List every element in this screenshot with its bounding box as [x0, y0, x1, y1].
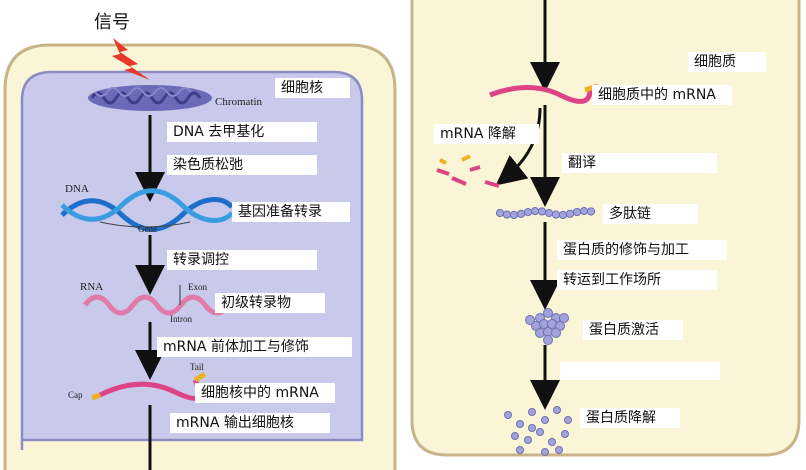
bead: [544, 208, 554, 218]
bead: [555, 446, 563, 454]
step-transport: 转运到工作场所: [557, 270, 717, 290]
bead: [548, 438, 556, 446]
signal-lightning-icon: [112, 38, 150, 80]
step-nuclear-mrna: 细胞核中的 mRNA: [195, 383, 335, 403]
bead: [504, 411, 512, 419]
bead: [553, 406, 561, 414]
step-protein-activation: 蛋白质激活: [583, 320, 683, 340]
bead: [523, 208, 533, 217]
bead: [528, 424, 536, 432]
degraded-mrna-icon: [436, 154, 500, 188]
bead: [495, 208, 505, 218]
chromatin-label: Chromatin: [215, 96, 263, 108]
step-gene-ready: 基因准备转录: [232, 202, 350, 222]
bead: [551, 328, 561, 338]
folded-protein-icon: [525, 308, 569, 345]
intron-label: Intron: [170, 314, 192, 324]
bead: [565, 209, 575, 218]
bead: [543, 335, 553, 345]
step-cytoplasmic-mrna: 细胞质中的 mRNA: [592, 85, 732, 105]
step-mrna-degradation: mRNA 降解: [434, 124, 539, 144]
bead: [530, 206, 540, 216]
bead: [536, 428, 544, 436]
bead: [559, 313, 569, 323]
bead: [516, 420, 524, 428]
bead: [537, 207, 547, 216]
chromatin-icon: [88, 85, 212, 111]
step-pre-mrna-processing: mRNA 前体加工与修饰: [157, 337, 352, 357]
rna-label: RNA: [80, 281, 104, 293]
bead: [541, 416, 549, 424]
gene-label: Gene: [138, 224, 157, 234]
step-dna-demethylation: DNA 去甲基化: [167, 122, 317, 142]
step-protein-modification: 蛋白质的修饰与加工: [557, 240, 727, 260]
step-translation: 翻译: [562, 153, 717, 173]
signal-label: 信号: [94, 12, 130, 33]
bead: [572, 207, 582, 217]
primary-transcript-icon: [83, 285, 231, 316]
dna-label: DNA: [65, 183, 89, 195]
step-blank: [560, 362, 720, 380]
exon-label: Exon: [188, 282, 207, 292]
bead: [558, 210, 568, 220]
step-chromatin-relax: 染色质松弛: [167, 155, 317, 175]
bead: [516, 209, 526, 218]
bead: [586, 207, 596, 216]
step-primary-transcript: 初级转录物: [215, 293, 325, 313]
tail-label: Tail: [190, 362, 204, 372]
bead: [502, 210, 512, 219]
step-polypeptide: 多肽链: [603, 204, 698, 224]
bead: [525, 315, 535, 325]
dna-helix-icon: [60, 188, 234, 232]
bead: [509, 210, 519, 220]
cap-label: Cap: [68, 390, 83, 400]
degraded-protein-icon: [504, 406, 572, 456]
bead: [524, 436, 532, 444]
step-mrna-export: mRNA 输出细胞核: [170, 413, 330, 433]
step-transcription-regulation: 转录调控: [167, 250, 317, 270]
step-protein-degradation: 蛋白质降解: [580, 408, 680, 428]
arrow-to-degradation: [495, 107, 542, 186]
polypeptide-chain-icon: [495, 206, 596, 220]
bead: [543, 308, 553, 318]
bead: [516, 446, 524, 454]
bead: [564, 416, 572, 424]
bead: [541, 448, 549, 456]
bead: [528, 408, 536, 416]
bead: [551, 210, 561, 219]
bead: [561, 430, 569, 438]
bead: [511, 432, 519, 440]
bead: [579, 206, 589, 216]
cytoplasm-title: 细胞质: [688, 52, 766, 72]
cell-membrane-right: [410, 0, 801, 457]
nucleus-title: 细胞核: [275, 78, 350, 98]
